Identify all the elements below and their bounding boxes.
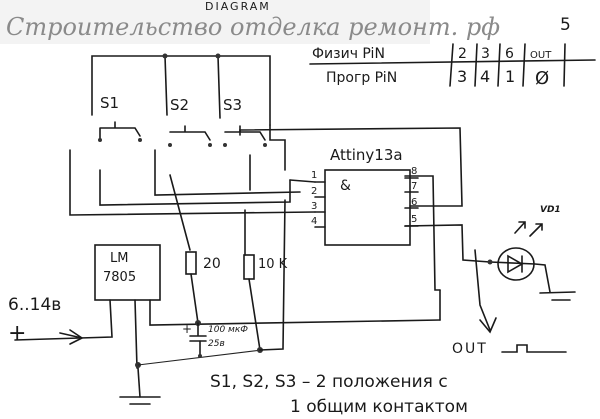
pin-number: 7 bbox=[411, 181, 417, 192]
pin-number: 4 bbox=[311, 216, 317, 227]
pin-number: 3 bbox=[311, 201, 317, 212]
pin-table-cell: 6 bbox=[505, 46, 514, 62]
mcu-name: Attiny13a bbox=[330, 146, 403, 164]
capacitor: + 100 мкФ 25в bbox=[182, 320, 248, 358]
pin-table-cell: 3 bbox=[481, 46, 490, 62]
regulator-line1: LM bbox=[110, 251, 128, 266]
switch-label-s1: S1 bbox=[100, 94, 119, 112]
capacitor-plus: + bbox=[182, 322, 192, 336]
pin-number: 5 bbox=[411, 214, 417, 225]
switch-label-s2: S2 bbox=[170, 96, 189, 114]
pin-table-cell: 3 bbox=[457, 67, 467, 86]
pulse-icon bbox=[501, 344, 567, 353]
capacitor-voltage: 25в bbox=[208, 339, 225, 349]
input-plus: + bbox=[8, 321, 26, 346]
pin-number: 6 bbox=[411, 197, 417, 208]
led-label: VD1 bbox=[540, 205, 561, 215]
pin-table: Физич PiN Прогр PiN 2 3 6 OUT 3 4 1 Ø bbox=[309, 43, 596, 89]
capacitor-value: 100 мкФ bbox=[208, 325, 248, 335]
pin-table-cell: 1 bbox=[505, 67, 515, 86]
pin-number: 2 bbox=[311, 186, 317, 197]
regulator-lm7805: LM 7805 bbox=[14, 244, 441, 405]
switch-label-s3: S3 bbox=[223, 96, 242, 114]
corner-number: 5 bbox=[560, 15, 571, 35]
regulator-line2: 7805 bbox=[103, 270, 136, 285]
pin-number: 8 bbox=[411, 166, 417, 177]
watermark-band bbox=[0, 0, 430, 44]
note-line2: 1 общим контактом bbox=[290, 397, 468, 417]
power-input: 6..14в + bbox=[8, 295, 84, 346]
output-label: OUT bbox=[452, 341, 488, 357]
resistor-20-label: 20 bbox=[203, 256, 221, 272]
pin-table-cell: Ø bbox=[535, 68, 549, 89]
pin-table-cell: OUT bbox=[530, 50, 552, 61]
switch-wiring: S1 S2 S3 bbox=[69, 53, 316, 256]
note-line1: S1, S2, S3 – 2 положения с bbox=[210, 372, 448, 392]
pin-number: 1 bbox=[311, 170, 317, 181]
led-vd1: VD1 bbox=[487, 205, 576, 301]
resistor-10k-label: 10 K bbox=[258, 257, 288, 272]
pin-table-row-label: Прогр PiN bbox=[326, 70, 397, 86]
resistors: 20 10 K bbox=[185, 199, 288, 353]
watermark-label: DIAGRAM bbox=[205, 0, 271, 13]
watermark-site: Строительство отделка ремонт. рф bbox=[6, 13, 500, 41]
input-voltage: 6..14в bbox=[8, 295, 61, 315]
pin-table-row-label: Физич PiN bbox=[312, 46, 385, 62]
pin-table-cell: 2 bbox=[458, 46, 467, 62]
output: OUT bbox=[452, 249, 567, 357]
pin-table-cell: 4 bbox=[480, 67, 490, 86]
mcu-key-mark: & bbox=[340, 178, 351, 194]
